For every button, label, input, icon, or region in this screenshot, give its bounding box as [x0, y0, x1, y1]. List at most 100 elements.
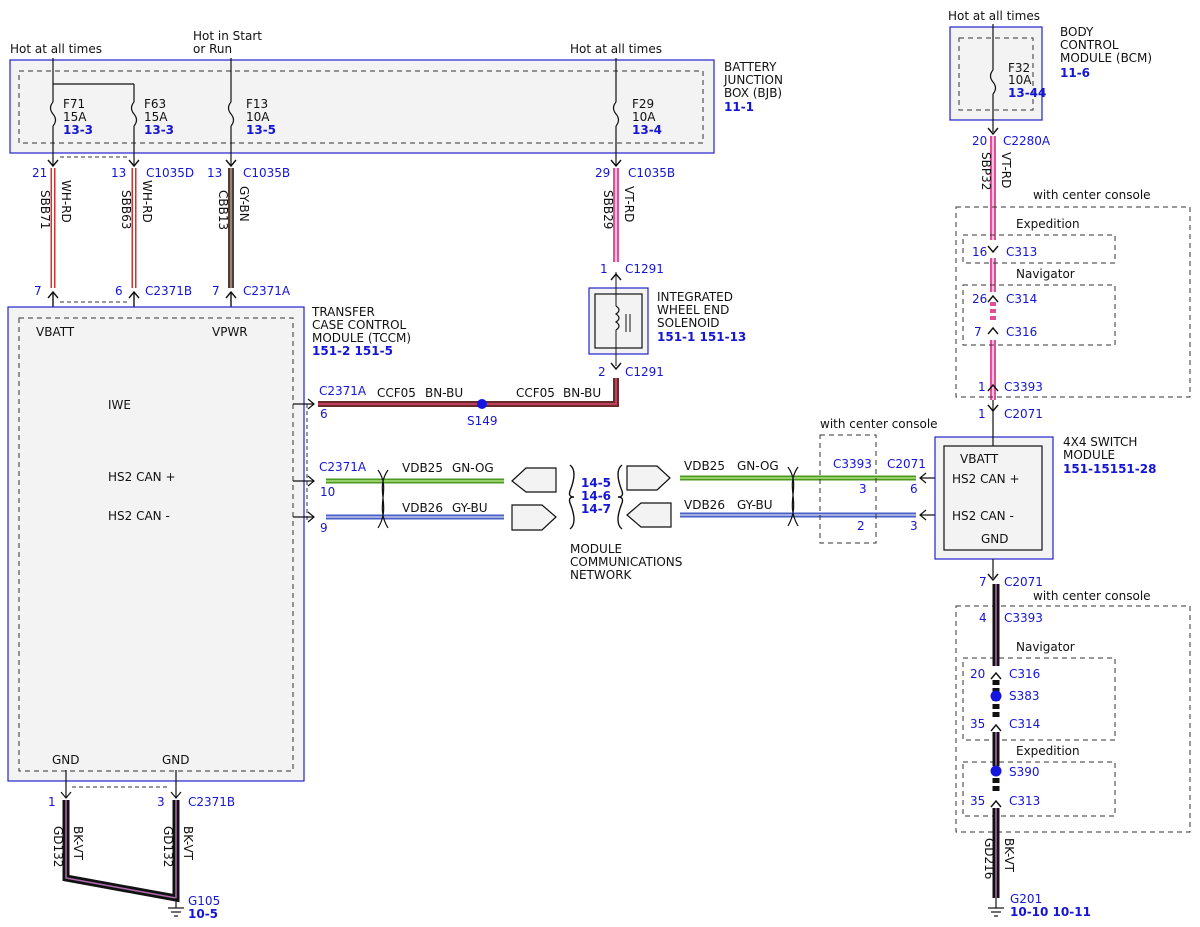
- wire-color-gd132-b: BK-VT: [181, 826, 195, 861]
- connector-c313-lower: C313: [1009, 794, 1040, 808]
- hot-in-start-label: Hot in Start: [193, 29, 262, 43]
- hot-at-all-times-label-2: Hot at all times: [570, 42, 662, 56]
- pin-20-c2280a: 20: [972, 134, 987, 148]
- battery-junction-box: BATTERY JUNCTION BOX (BJB) 11-1: [9, 59, 783, 154]
- ground-g201-ref-link[interactable]: 10-10 10-11: [1010, 905, 1091, 919]
- network-title-line2: COMMUNICATIONS: [570, 555, 682, 569]
- wire-gd132: [62, 800, 180, 903]
- pin-1-c2071: 1: [978, 407, 986, 421]
- wire-color-gd132-a: BK-VT: [71, 826, 85, 861]
- pin-10: 10: [320, 485, 335, 499]
- pin-29: 29: [595, 166, 610, 180]
- fuse-name: F13: [246, 97, 268, 111]
- fuse-ref-link[interactable]: 13-3: [144, 123, 174, 137]
- iwe-refs-link[interactable]: 151-1 151-13: [657, 330, 746, 344]
- twisted-pair-left: [377, 469, 389, 529]
- wire-label-sbb29: SBB29: [601, 190, 615, 229]
- connector-c3393-can: C3393: [833, 457, 872, 471]
- fuse-amps: 15A: [63, 110, 87, 124]
- wire-label-vdb26-r: VDB26: [684, 498, 725, 512]
- wire-color-vdb25-l: GN-OG: [452, 461, 494, 475]
- iwe-solenoid: [588, 272, 649, 366]
- tccm-refs-link[interactable]: 151-2 151-5: [312, 344, 393, 358]
- tccm-module: VBATT VPWR IWE HS2 CAN + HS2 CAN - GND G…: [7, 306, 305, 782]
- network-arrow-right-top: [626, 465, 671, 491]
- bcm-title-line2: CONTROL: [1060, 38, 1119, 52]
- wire-ccf05: [318, 378, 619, 407]
- bcm-title-line1: BODY: [1060, 25, 1094, 39]
- fuse-ref-link[interactable]: 13-4: [632, 123, 662, 137]
- connector-c316-upper: C316: [1006, 325, 1037, 339]
- wire-label-gd216: GD216: [982, 838, 996, 879]
- connector-c2371b: C2371B: [145, 284, 192, 298]
- tccm-gnd-2: GND: [162, 753, 190, 767]
- fuse-amps: 10A: [246, 110, 270, 124]
- wire-label-vdb25-r: VDB25: [684, 459, 725, 473]
- tccm-vpwr: VPWR: [212, 325, 248, 339]
- connector-c2371a-6: C2371A: [319, 384, 367, 398]
- network-ref-14-6[interactable]: 14-6: [581, 489, 611, 503]
- iwe-title-line3: SOLENOID: [657, 316, 720, 330]
- network-ref-14-7[interactable]: 14-7: [581, 502, 611, 516]
- network-arrow-right-bottom: [626, 502, 672, 528]
- 4x4-switch-module: VBATT HS2 CAN + HS2 CAN - GND: [934, 436, 1054, 560]
- pin-2-c1291: 2: [598, 365, 606, 379]
- pin-21: 21: [32, 166, 47, 180]
- fuse-ref-link[interactable]: 13-3: [63, 123, 93, 137]
- connector-c2071-upper: C2071: [1004, 407, 1043, 421]
- bcm-title-line3: MODULE (BCM): [1060, 51, 1152, 65]
- connector-c2071-lower: C2071: [1004, 575, 1043, 589]
- ground-g105-label: G105: [188, 894, 220, 908]
- network-ref-14-5[interactable]: 14-5: [581, 476, 611, 490]
- wire-color-ccf05-a: BN-BU: [425, 386, 463, 400]
- switch-hs2-can-minus: HS2 CAN -: [952, 509, 1014, 523]
- expedition-label-lower: Expedition: [1016, 744, 1080, 758]
- wire-label-ccf05-a: CCF05: [377, 386, 416, 400]
- pin-7-c2071-lower: 7: [979, 575, 987, 589]
- or-run-label: or Run: [193, 42, 232, 56]
- fuse-ref-link[interactable]: 13-5: [246, 123, 276, 137]
- navigator-label-lower: Navigator: [1016, 640, 1075, 654]
- iwe-title-line2: WHEEL END: [657, 303, 729, 317]
- connector-c316-lower: C316: [1009, 667, 1040, 681]
- network-title-line1: MODULE: [570, 542, 622, 556]
- splice-s390: [990, 765, 1002, 777]
- bjb-ref-link[interactable]: 11-1: [724, 100, 754, 114]
- center-console-label-lower: with center console: [1033, 589, 1151, 603]
- expedition-option-upper: [962, 234, 1116, 264]
- switch-title-line1: 4X4 SWITCH: [1063, 435, 1137, 449]
- pin-4-c3393: 4: [979, 611, 987, 625]
- pin-13b: 13: [207, 166, 222, 180]
- tccm-gnd-1: GND: [52, 753, 80, 767]
- connector-c2071-can: C2071: [887, 457, 926, 471]
- pin-3-c3393: 3: [859, 482, 867, 496]
- connector-c1035d: C1035D: [146, 166, 194, 180]
- splice-s149-label: S149: [467, 414, 498, 428]
- bjb-title-line1: BATTERY: [724, 60, 777, 74]
- fuse-f71: F71 15A 13-3: [63, 97, 93, 137]
- navigator-option-upper: [962, 284, 1116, 346]
- network-arrow-left-top: [511, 467, 557, 493]
- fuse-amps: 10A: [632, 110, 656, 124]
- twisted-pair-right: [787, 466, 799, 527]
- body-control-module: F32 10A 13-44: [949, 24, 1046, 132]
- hot-at-all-times-label-3: Hot at all times: [948, 9, 1040, 23]
- splice-s383: [990, 690, 1002, 702]
- bcm-ref-link[interactable]: 11-6: [1060, 66, 1090, 80]
- bcm-fuse-ref-link[interactable]: 13-44: [1008, 86, 1046, 100]
- ground-g105-ref-link[interactable]: 10-5: [188, 907, 218, 921]
- wire-color-sbp32: VT-RD: [999, 152, 1013, 188]
- pin-2-c3393: 2: [857, 519, 865, 533]
- fuse-f13: F13 10A 13-5: [246, 97, 276, 137]
- pin-35-c314: 35: [970, 717, 985, 731]
- wire-color-sbb29: VT-RD: [622, 186, 636, 222]
- pin-26-c314: 26: [972, 292, 987, 306]
- tccm-hs2-can-minus: HS2 CAN -: [108, 509, 170, 523]
- pin-16-c313: 16: [972, 245, 987, 259]
- splice-s149: [477, 399, 487, 409]
- switch-refs-link[interactable]: 151-15151-28: [1063, 462, 1156, 476]
- connector-c313-upper: C313: [1006, 245, 1037, 259]
- wire-color-gd216: BK-VT: [1002, 838, 1016, 873]
- wire-label-gd132-b: GD132: [161, 826, 175, 867]
